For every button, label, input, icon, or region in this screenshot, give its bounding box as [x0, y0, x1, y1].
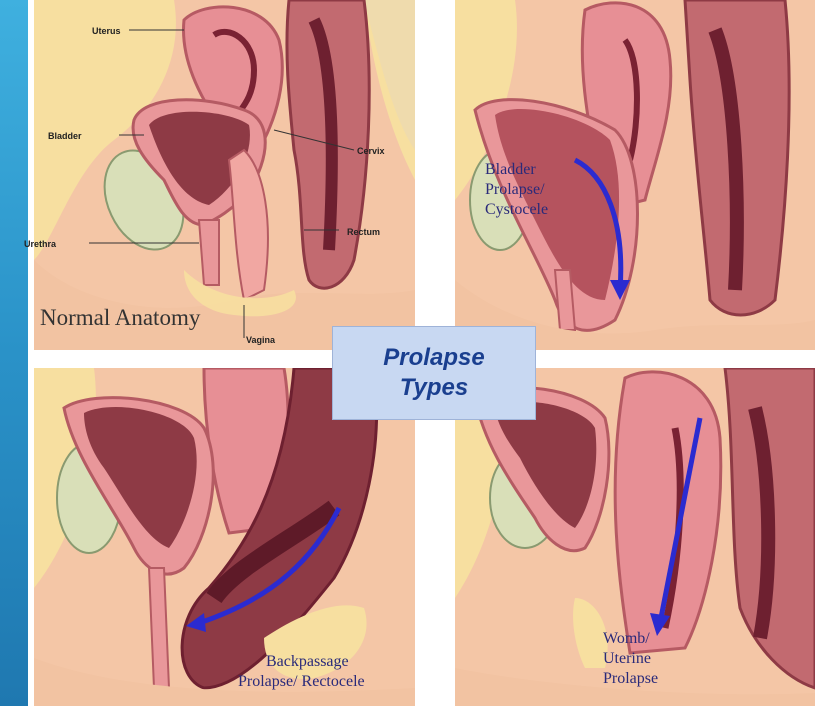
left-accent-bar — [0, 0, 28, 706]
label-bladder-prolapse-line3: Cystocele — [485, 200, 548, 220]
label-urethra: Urethra — [24, 239, 56, 249]
title-line1: Prolapse — [383, 343, 484, 373]
label-uterine-prolapse-line2: Uterine — [603, 649, 658, 669]
normal-anatomy-illustration — [34, 0, 415, 350]
label-cervix: Cervix — [357, 146, 385, 156]
label-uterine-prolapse-line3: Prolapse — [603, 669, 658, 689]
label-rectocele-line1: Backpassage — [238, 652, 365, 672]
label-bladder-prolapse-line2: Prolapse/ — [485, 180, 548, 200]
label-uterine-prolapse-line1: Womb/ — [603, 629, 658, 649]
label-uterus: Uterus — [92, 26, 121, 36]
label-rectum: Rectum — [347, 227, 380, 237]
label-bladder-prolapse-line1: Bladder — [485, 160, 548, 180]
label-normal-anatomy: Normal Anatomy — [40, 305, 200, 331]
title-line2: Types — [400, 373, 468, 403]
label-bladder-prolapse: Bladder Prolapse/ Cystocele — [485, 160, 548, 220]
normal-anatomy-panel — [34, 0, 415, 350]
label-bladder: Bladder — [48, 131, 82, 141]
label-rectocele-line2: Prolapse/ Rectocele — [238, 672, 365, 692]
label-rectocele: Backpassage Prolapse/ Rectocele — [238, 652, 365, 692]
label-vagina: Vagina — [246, 335, 275, 345]
prolapse-types-title: Prolapse Types — [332, 326, 536, 420]
label-uterine-prolapse: Womb/ Uterine Prolapse — [603, 629, 658, 689]
